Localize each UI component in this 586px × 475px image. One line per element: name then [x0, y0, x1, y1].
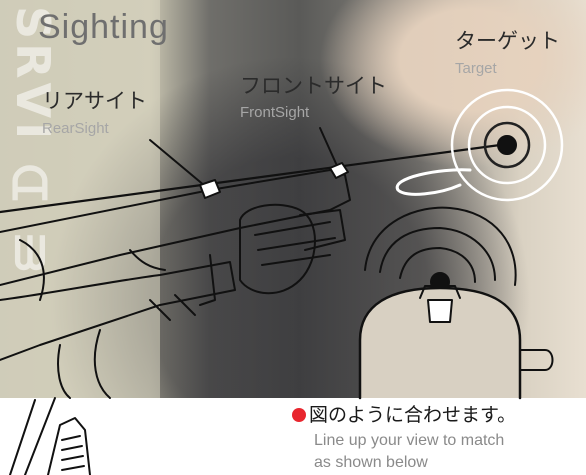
front-sight-label-jp: フロントサイト: [240, 74, 387, 98]
target-rings: [450, 88, 564, 202]
rifle-drawing: [0, 162, 351, 399]
caption-en-line2: as shown below: [314, 454, 428, 471]
background-photo: [0, 0, 586, 398]
front-sight-leader: [319, 127, 339, 169]
vertical-decorative-text: SRVI ᗩ ᗯ: [0, 0, 60, 340]
caption-jp-text: 図のように合わせます。: [309, 404, 517, 426]
target-label-jp: ターゲット: [455, 29, 560, 53]
page-title: Sighting: [38, 8, 169, 46]
rear-sight-leader: [149, 139, 206, 187]
rear-sight-label-en: RearSight: [42, 120, 109, 137]
caption-en-line1: Line up your view to match: [314, 432, 505, 449]
red-bullet-icon: [292, 408, 306, 422]
sight-picture: [358, 206, 554, 400]
sight-line: [0, 143, 502, 214]
instruction-caption-jp: 図のように合わせます。: [292, 400, 516, 427]
instruction-caption-en: Line up your view to match as shown belo…: [314, 430, 586, 474]
front-sight-label-en: FrontSight: [240, 104, 310, 121]
hand-drawing: [9, 397, 91, 475]
rear-sight-label-jp: リアサイト: [42, 89, 147, 113]
vertical-text: SRVI ᗩ ᗯ: [6, 6, 60, 284]
hook-curve: [395, 168, 472, 196]
target-label-en: Target: [455, 60, 497, 77]
